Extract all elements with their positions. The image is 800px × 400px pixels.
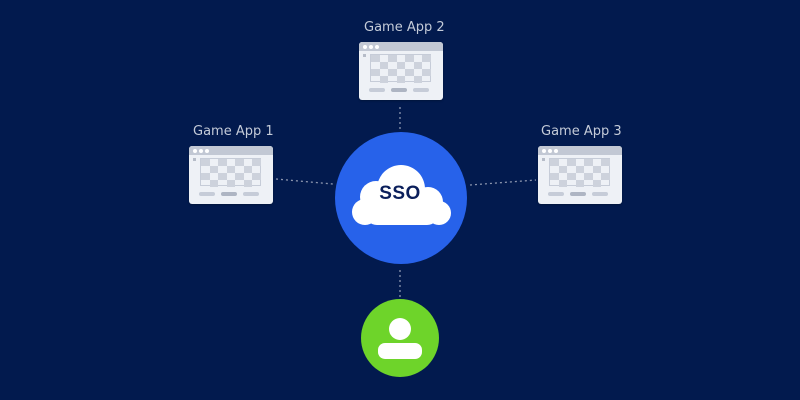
sso-label: SSO [379,183,421,204]
window-titlebar [359,42,443,51]
cloud-icon [352,165,451,225]
user-icon [378,318,422,359]
app-window-2 [359,42,443,100]
app-window-1 [189,146,273,204]
checkerboard-placeholder-icon [549,158,610,187]
connector-app-1 [275,178,334,185]
app-label-2: Game App 2 [364,20,445,35]
checkerboard-placeholder-icon [200,158,261,187]
app-window-3 [538,146,622,204]
app-label-1: Game App 1 [193,124,274,139]
window-titlebar [538,146,622,155]
app-label-3: Game App 3 [541,124,622,139]
checkerboard-placeholder-icon [370,54,431,83]
window-titlebar [189,146,273,155]
connector-app-3 [469,179,537,186]
